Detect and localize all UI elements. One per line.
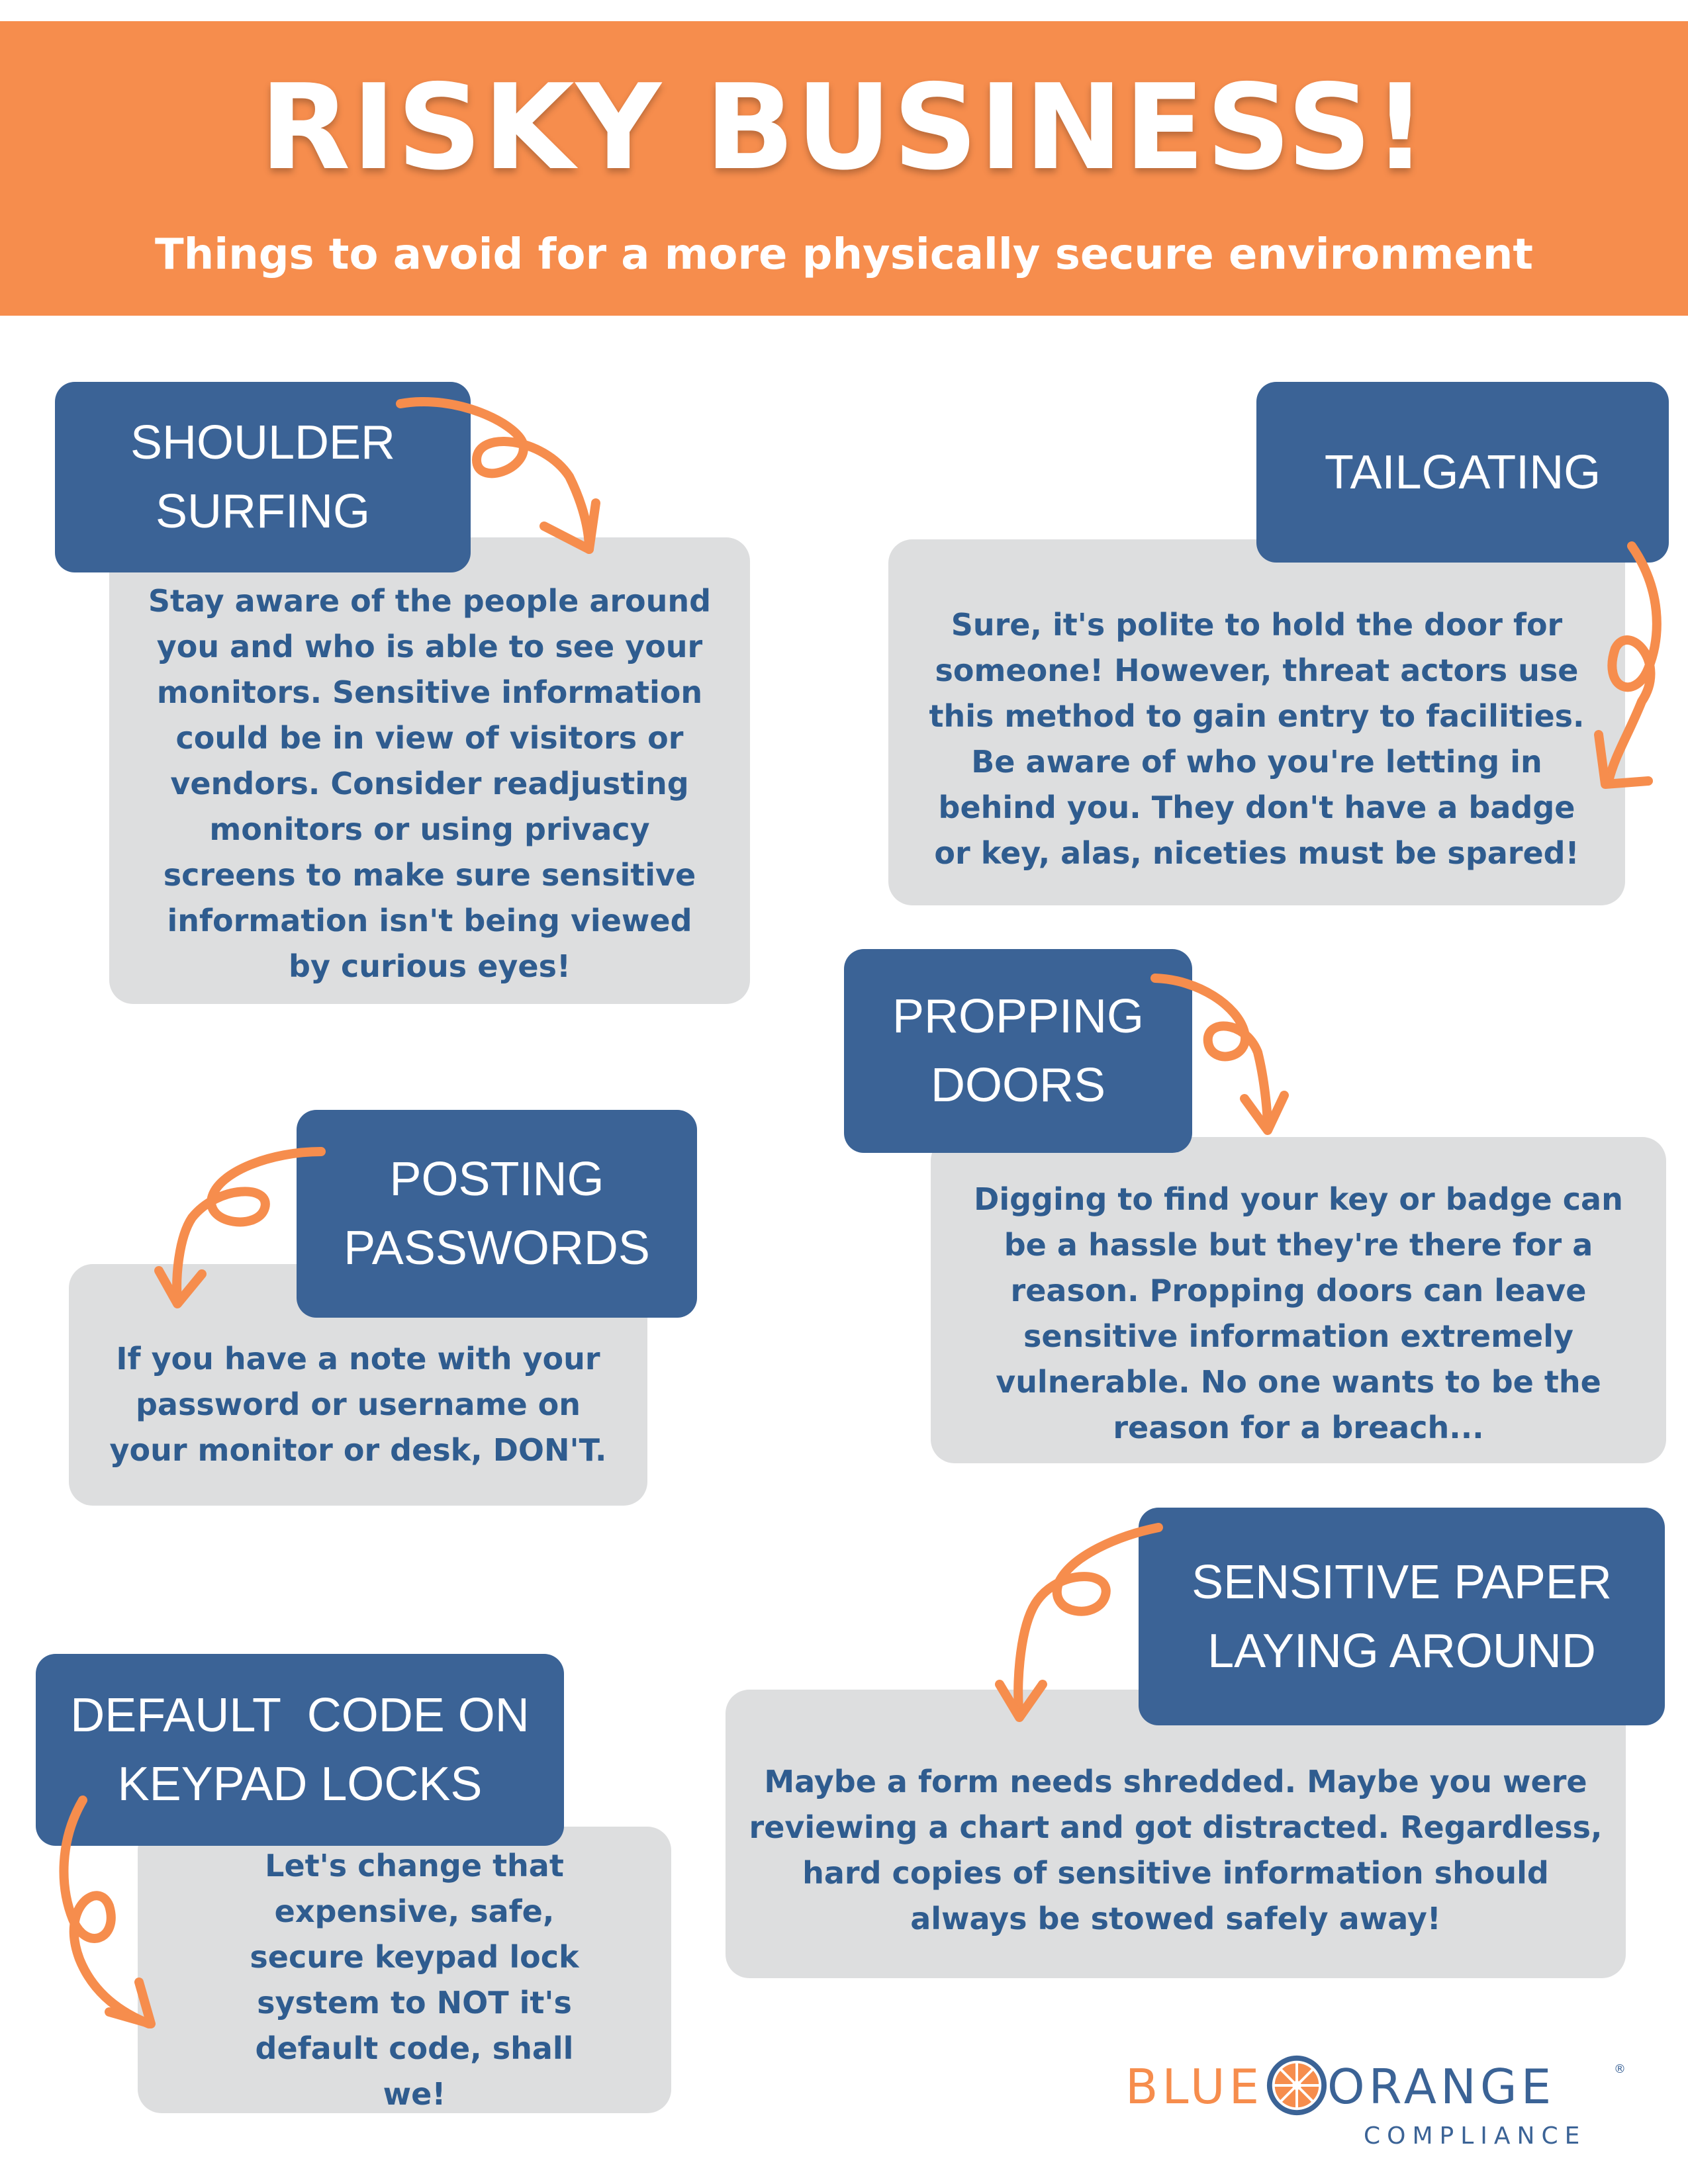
logo-word-orange: ORANGE [1327,2059,1556,2115]
tip-text: Digging to find your key or badge can be… [974,1181,1623,1445]
page-title: RISKY BUSINESS! [259,59,1429,196]
tip-title-posting-passwords: POSTING PASSWORDS [297,1110,697,1318]
tip-text: Maybe a form needs shredded. Maybe you w… [749,1764,1603,1936]
logo-word-blue: BLUE [1125,2059,1264,2115]
tip-title-sensitive-paper: SENSITIVE PAPER LAYING AROUND [1139,1508,1665,1725]
registered-mark: ® [1614,2062,1626,2076]
tip-title: DEFAULT CODE ON KEYPAD LOCKS [70,1689,543,1811]
tip-text: Let's change that expensive, safe, secur… [250,1847,579,2112]
tip-title-tailgating: TAILGATING [1256,382,1669,563]
tip-card-propping-doors: Digging to find your key or badge can be… [931,1137,1666,1463]
tip-card-sensitive-paper: Maybe a form needs shredded. Maybe you w… [726,1690,1626,1978]
tip-title-default-code: DEFAULT CODE ON KEYPAD LOCKS [36,1654,564,1846]
curly-arrow-icon [995,1523,1163,1722]
tip-title: POSTING PASSWORDS [344,1153,650,1275]
tip-title: SHOULDER SURFING [130,416,396,538]
tip-card-shoulder-surfing: Stay aware of the people around you and … [109,537,750,1004]
tip-title-shoulder-surfing: SHOULDER SURFING [55,382,471,572]
tip-card-default-code: Let's change that expensive, safe, secur… [138,1827,671,2113]
tip-title: SENSITIVE PAPER LAYING AROUND [1192,1555,1612,1678]
tip-text: Sure, it's polite to hold the door for s… [929,606,1585,871]
company-logo: BLUE ORANGE ® COMPLIANCE [1125,2055,1628,2169]
tip-title: PROPPING DOORS [892,990,1145,1112]
tip-title-propping-doors: PROPPING DOORS [844,949,1192,1153]
tip-card-tailgating: Sure, it's polite to hold the door for s… [888,539,1625,905]
logo-subtitle: COMPLIANCE [1364,2122,1587,2150]
tip-text: If you have a note with your password or… [109,1341,607,1468]
tip-text: Stay aware of the people around you and … [148,583,712,984]
page-subtitle: Things to avoid for a more physically se… [154,230,1534,279]
tip-title: TAILGATING [1324,445,1601,499]
orange-slice-icon [1266,2055,1327,2116]
header-banner [0,21,1688,316]
